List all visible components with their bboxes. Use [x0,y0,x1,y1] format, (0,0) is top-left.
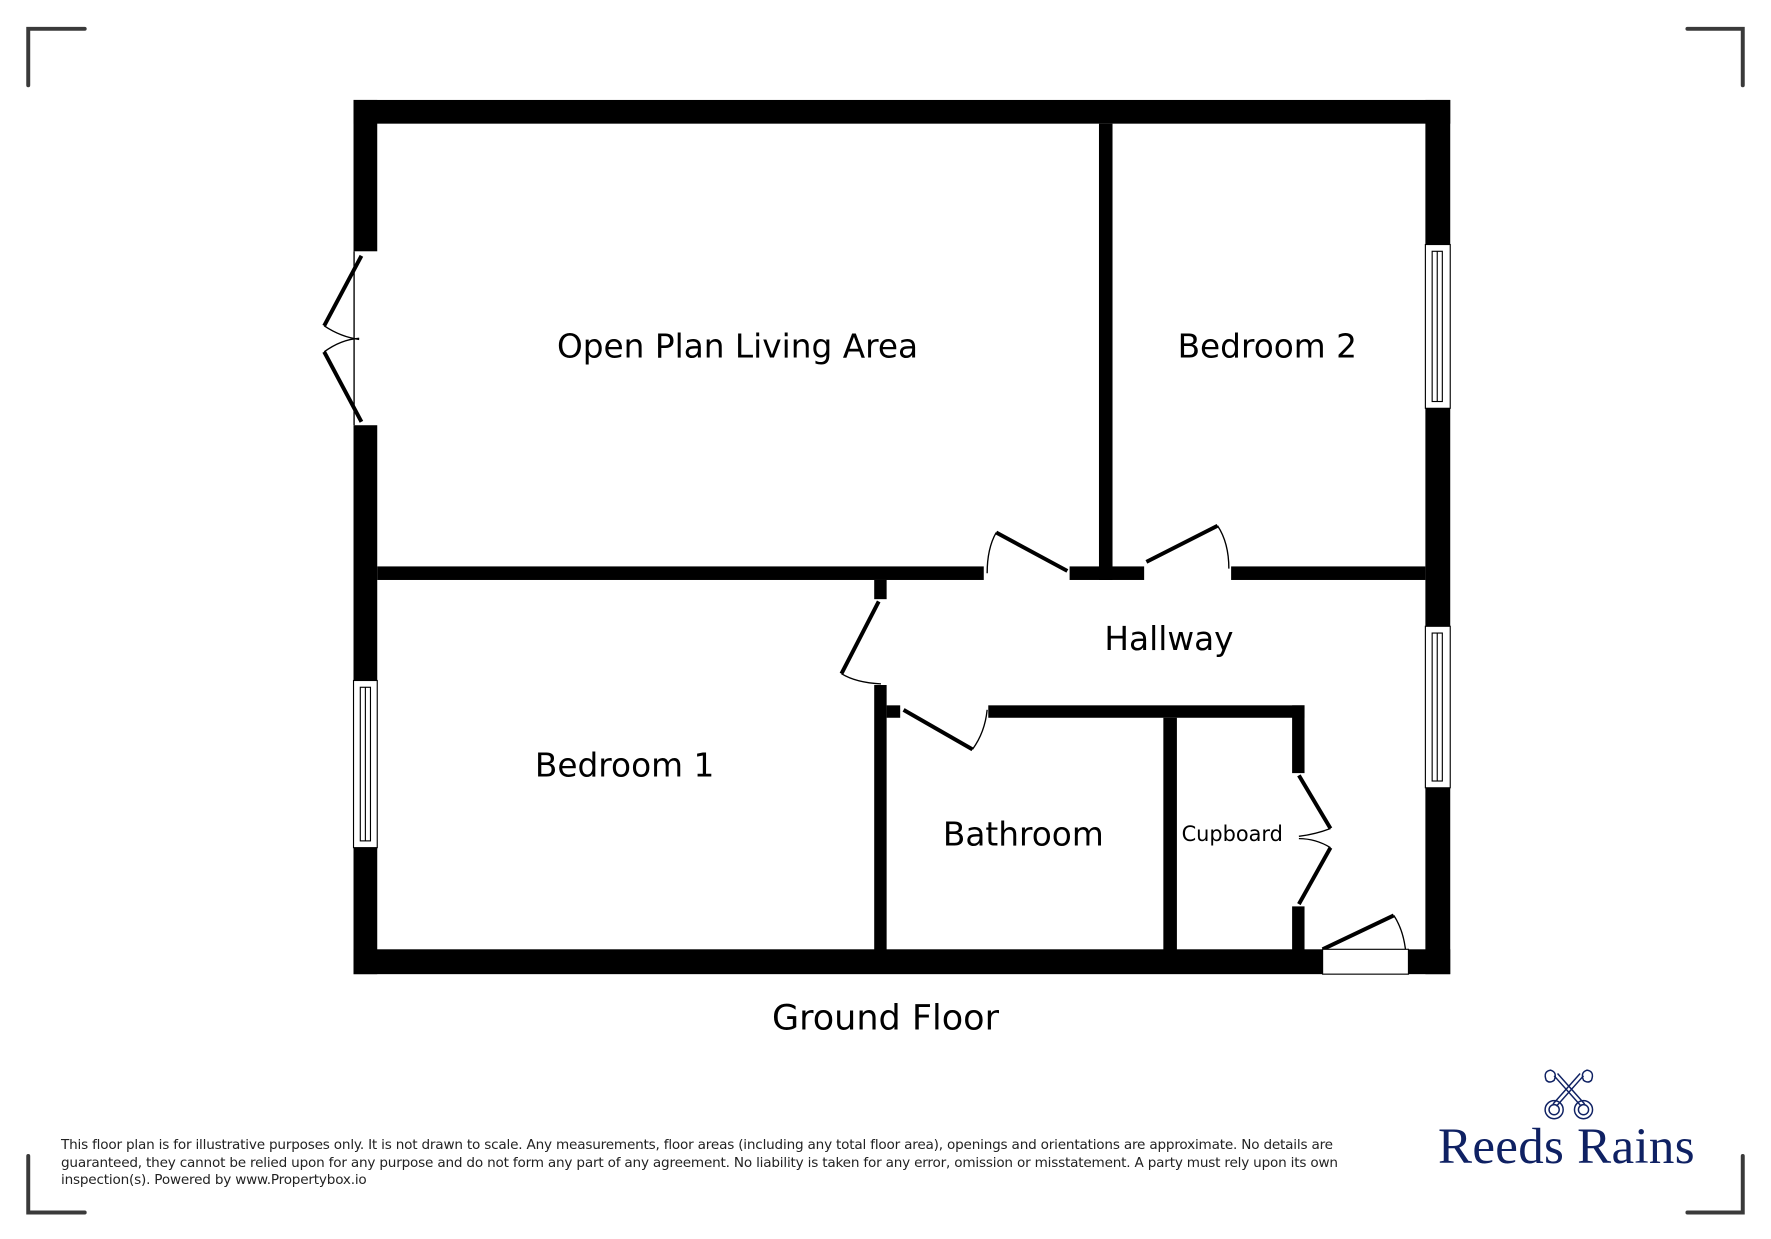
wall-right-lower [1425,787,1451,975]
crop-marks [26,26,1745,1215]
wall-bottom [353,949,1323,975]
door-living-french[interactable] [322,251,364,426]
windows [352,243,1451,849]
exterior-walls [353,99,1451,975]
wall-left-upper [353,99,378,252]
crop-mark-top-left [26,26,87,88]
doors [322,251,1410,975]
wall-living-bed1 [377,566,984,580]
crossed-keys-icon [1544,1069,1594,1120]
wall-bath-top [988,705,1305,718]
disclaimer-text: This floor plan is for illustrative purp… [61,1137,1338,1188]
window-hallway [1424,625,1451,789]
room-label-bathroom: Bathroom [943,815,1104,853]
wall-bed2-hall [1231,566,1426,580]
crop-mark-top-right [1685,26,1745,88]
room-label-living: Open Plan Living Area [557,327,918,365]
room-label-cupboard: Cupboard [1182,822,1283,846]
window-bedroom2 [1424,243,1451,409]
crop-mark-bottom-left [26,1154,87,1215]
floor-label: Ground Floor [772,998,1000,1038]
door-living[interactable] [986,530,1069,574]
wall-hall-stub [1069,566,1145,580]
crop-mark-bottom-right [1685,1154,1745,1215]
door-cupboard[interactable] [1297,774,1333,906]
room-label-bedroom1: Bedroom 1 [535,746,714,784]
window-bedroom1 [352,679,378,849]
room-label-bedroom2: Bedroom 2 [1178,327,1357,365]
wall-left-lower [353,847,378,975]
door-bedroom2[interactable] [1145,523,1230,569]
interior-walls [377,123,1426,952]
wall-cupboard-right-upper [1292,705,1305,774]
room-label-hallway: Hallway [1104,620,1233,658]
wall-bed1-bath [874,685,887,952]
wall-top [353,99,1451,124]
door-entrance[interactable] [1321,913,1410,975]
brand-logo-text: Reeds Rains [1438,1119,1695,1175]
wall-right-mid [1425,408,1451,627]
wall-bath-cupboard [1163,717,1177,952]
wall-left-mid [353,425,378,681]
wall-living-bed2 [1098,123,1113,580]
door-bathroom[interactable] [902,708,988,752]
wall-right-upper [1425,99,1451,245]
door-bedroom1[interactable] [839,600,882,685]
wall-cupboard-right-lower [1292,906,1305,952]
wall-bath-stub [886,705,901,718]
wall-bed1-stub-top [874,579,887,600]
room-labels: Open Plan Living Area Bedroom 2 Hallway … [535,327,1357,853]
